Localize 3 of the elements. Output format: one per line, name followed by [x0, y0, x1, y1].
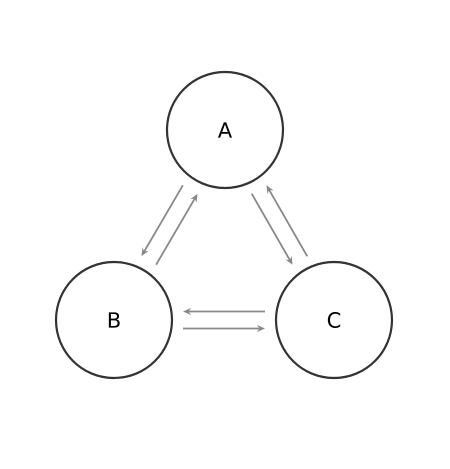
circle-node: C	[274, 260, 394, 380]
circle-node: A	[166, 70, 284, 190]
circle-node: B	[54, 260, 174, 380]
